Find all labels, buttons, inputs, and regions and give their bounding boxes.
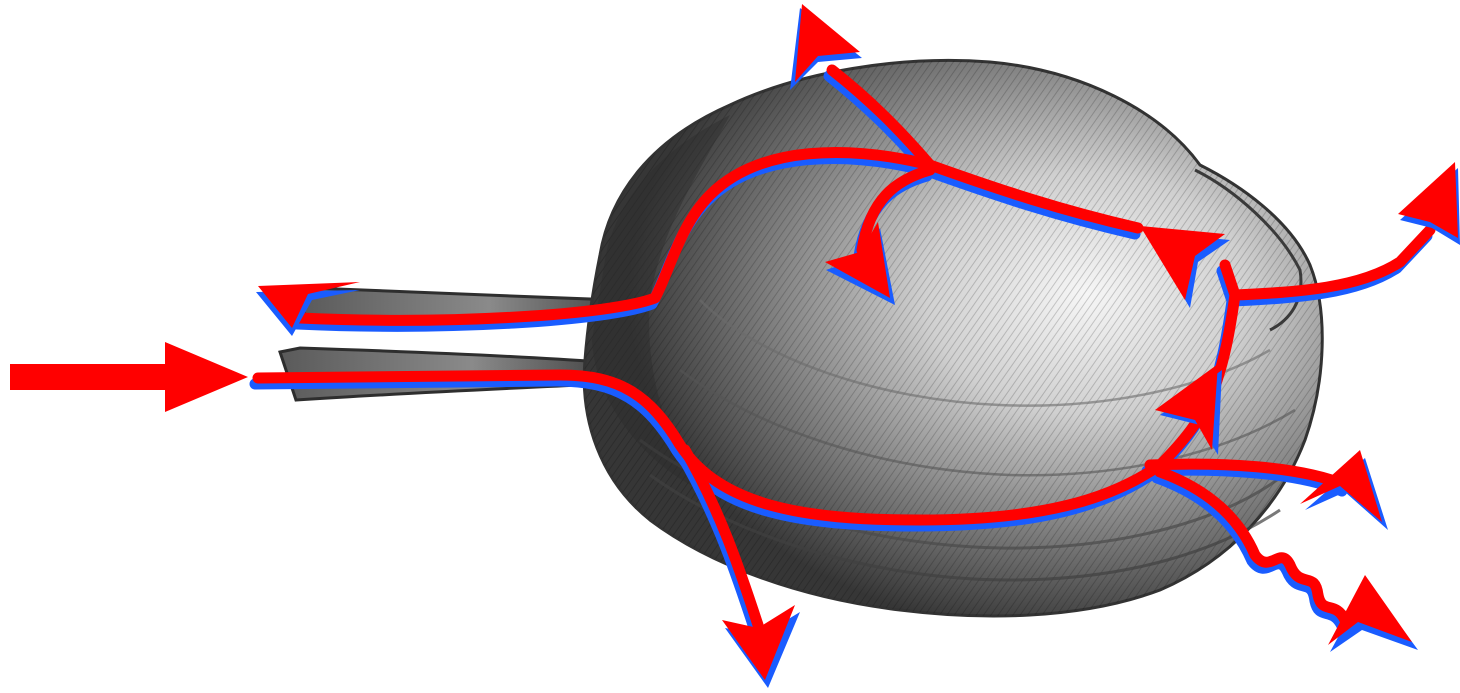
arrow-right-icon — [10, 342, 248, 412]
clam-shell — [280, 60, 1322, 616]
